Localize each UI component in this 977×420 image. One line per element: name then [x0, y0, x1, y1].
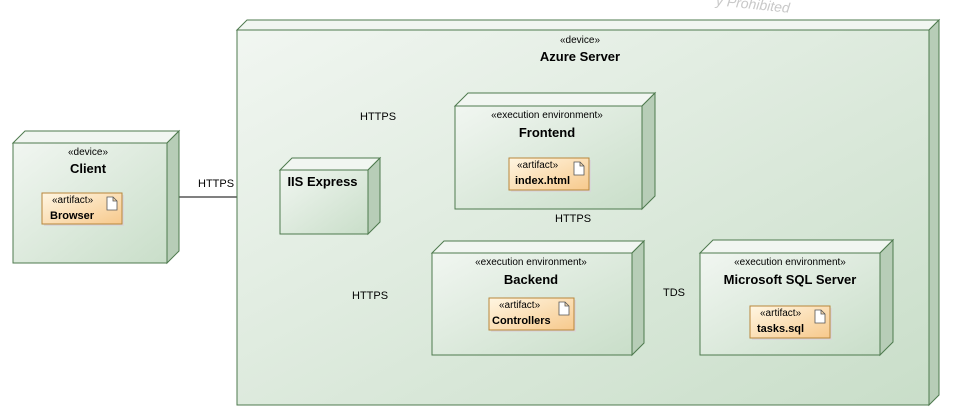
- azure-server-node-side-face: [928, 18, 940, 407]
- iis-express-node: [278, 156, 382, 236]
- iis-backend-connection-label: HTTPS: [352, 290, 389, 302]
- azure-server-node-top-face: [235, 19, 941, 31]
- azure-server-stereotype: «device»: [559, 35, 601, 46]
- backend-stereotype: «execution environment»: [475, 257, 587, 268]
- browser-artifact: [41, 192, 124, 226]
- index-artifact-stereotype: «artifact»: [517, 160, 559, 171]
- client-node-top-face: [11, 130, 181, 144]
- sql-server-node-side-face: [879, 238, 894, 357]
- frontend-backend-connection-label: HTTPS: [555, 213, 592, 225]
- frontend-node-top-face: [453, 92, 657, 107]
- tasks-artifact: [749, 305, 832, 340]
- nodes-layer: [11, 18, 941, 407]
- browser-artifact-name: Browser: [50, 210, 95, 222]
- client-stereotype: «device»: [67, 147, 109, 158]
- client-node-side-face: [166, 129, 180, 265]
- frontend-node-side-face: [641, 91, 656, 211]
- tasks-artifact-stereotype: «artifact»: [760, 308, 802, 319]
- index-artifact-name: index.html: [515, 175, 571, 187]
- iis-frontend-connection-label: HTTPS: [360, 111, 397, 123]
- artifacts-layer: [41, 157, 832, 340]
- frontend-title: Frontend: [518, 125, 576, 140]
- backend-node-side-face: [631, 239, 645, 357]
- backend-node-top-face: [430, 240, 646, 254]
- controllers-artifact-document-icon: [558, 301, 570, 316]
- index-artifact-document-icon: [573, 161, 585, 176]
- azure-server-title: Azure Server: [539, 49, 621, 64]
- controllers-artifact-name: Controllers: [492, 315, 551, 327]
- index-artifact: [508, 157, 591, 192]
- sql-server-stereotype: «execution environment»: [734, 257, 846, 268]
- client-iis-connection-label: HTTPS: [198, 178, 235, 190]
- controllers-artifact: [488, 297, 576, 332]
- iis-express-title: IIS Express: [287, 174, 358, 189]
- browser-artifact-document-icon: [106, 196, 118, 211]
- backend-title: Backend: [503, 272, 559, 287]
- sql-server-title: Microsoft SQL Server: [723, 272, 857, 287]
- controllers-artifact-stereotype: «artifact»: [499, 300, 541, 311]
- client-title: Client: [69, 161, 107, 176]
- tasks-artifact-name: tasks.sql: [757, 323, 805, 335]
- iis-express-node-side-face: [367, 156, 381, 236]
- frontend-stereotype: «execution environment»: [491, 110, 603, 121]
- browser-artifact-stereotype: «artifact»: [52, 195, 94, 206]
- tasks-artifact-document-icon: [814, 309, 826, 324]
- sql-server-node-top-face: [698, 239, 895, 254]
- backend-sql-connection-label: TDS: [663, 287, 685, 299]
- sql-server-node: [698, 238, 895, 357]
- iis-express-node-front-face: [279, 169, 369, 235]
- iis-express-node-top-face: [278, 157, 382, 171]
